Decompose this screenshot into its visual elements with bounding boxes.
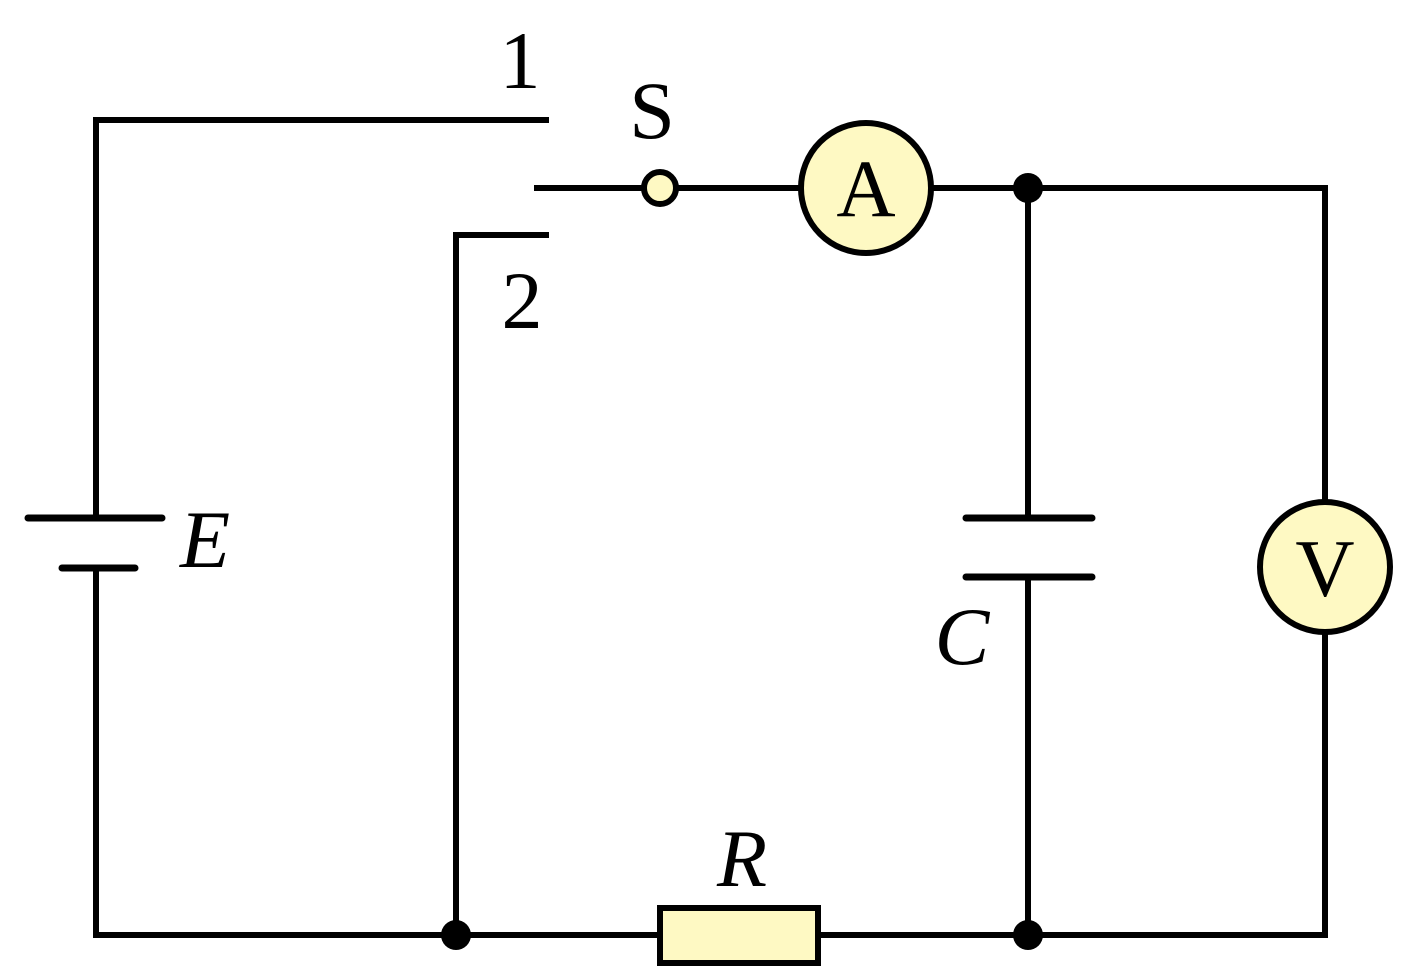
terminal-2-label: 2 — [502, 255, 543, 346]
wire-voltmeter-bottom — [1025, 629, 1328, 938]
resistor-label: R — [716, 813, 767, 904]
junction-top-right — [1013, 173, 1043, 203]
battery-label: E — [179, 494, 230, 585]
resistor — [657, 905, 821, 966]
switch-label: S — [629, 65, 675, 156]
junction-bottom-left — [441, 920, 471, 950]
terminal-1-label: 1 — [500, 15, 541, 106]
wire-battery-bottom — [93, 565, 459, 938]
wire-terminal-2 — [453, 232, 549, 938]
junction-bottom-right — [1013, 920, 1043, 950]
ammeter-label: A — [836, 143, 895, 234]
wire-battery-top — [93, 117, 549, 521]
switch-pivot — [641, 169, 679, 207]
wire-top-right — [928, 185, 1328, 505]
voltmeter-label: V — [1295, 523, 1354, 614]
capacitor-label: C — [935, 591, 991, 682]
